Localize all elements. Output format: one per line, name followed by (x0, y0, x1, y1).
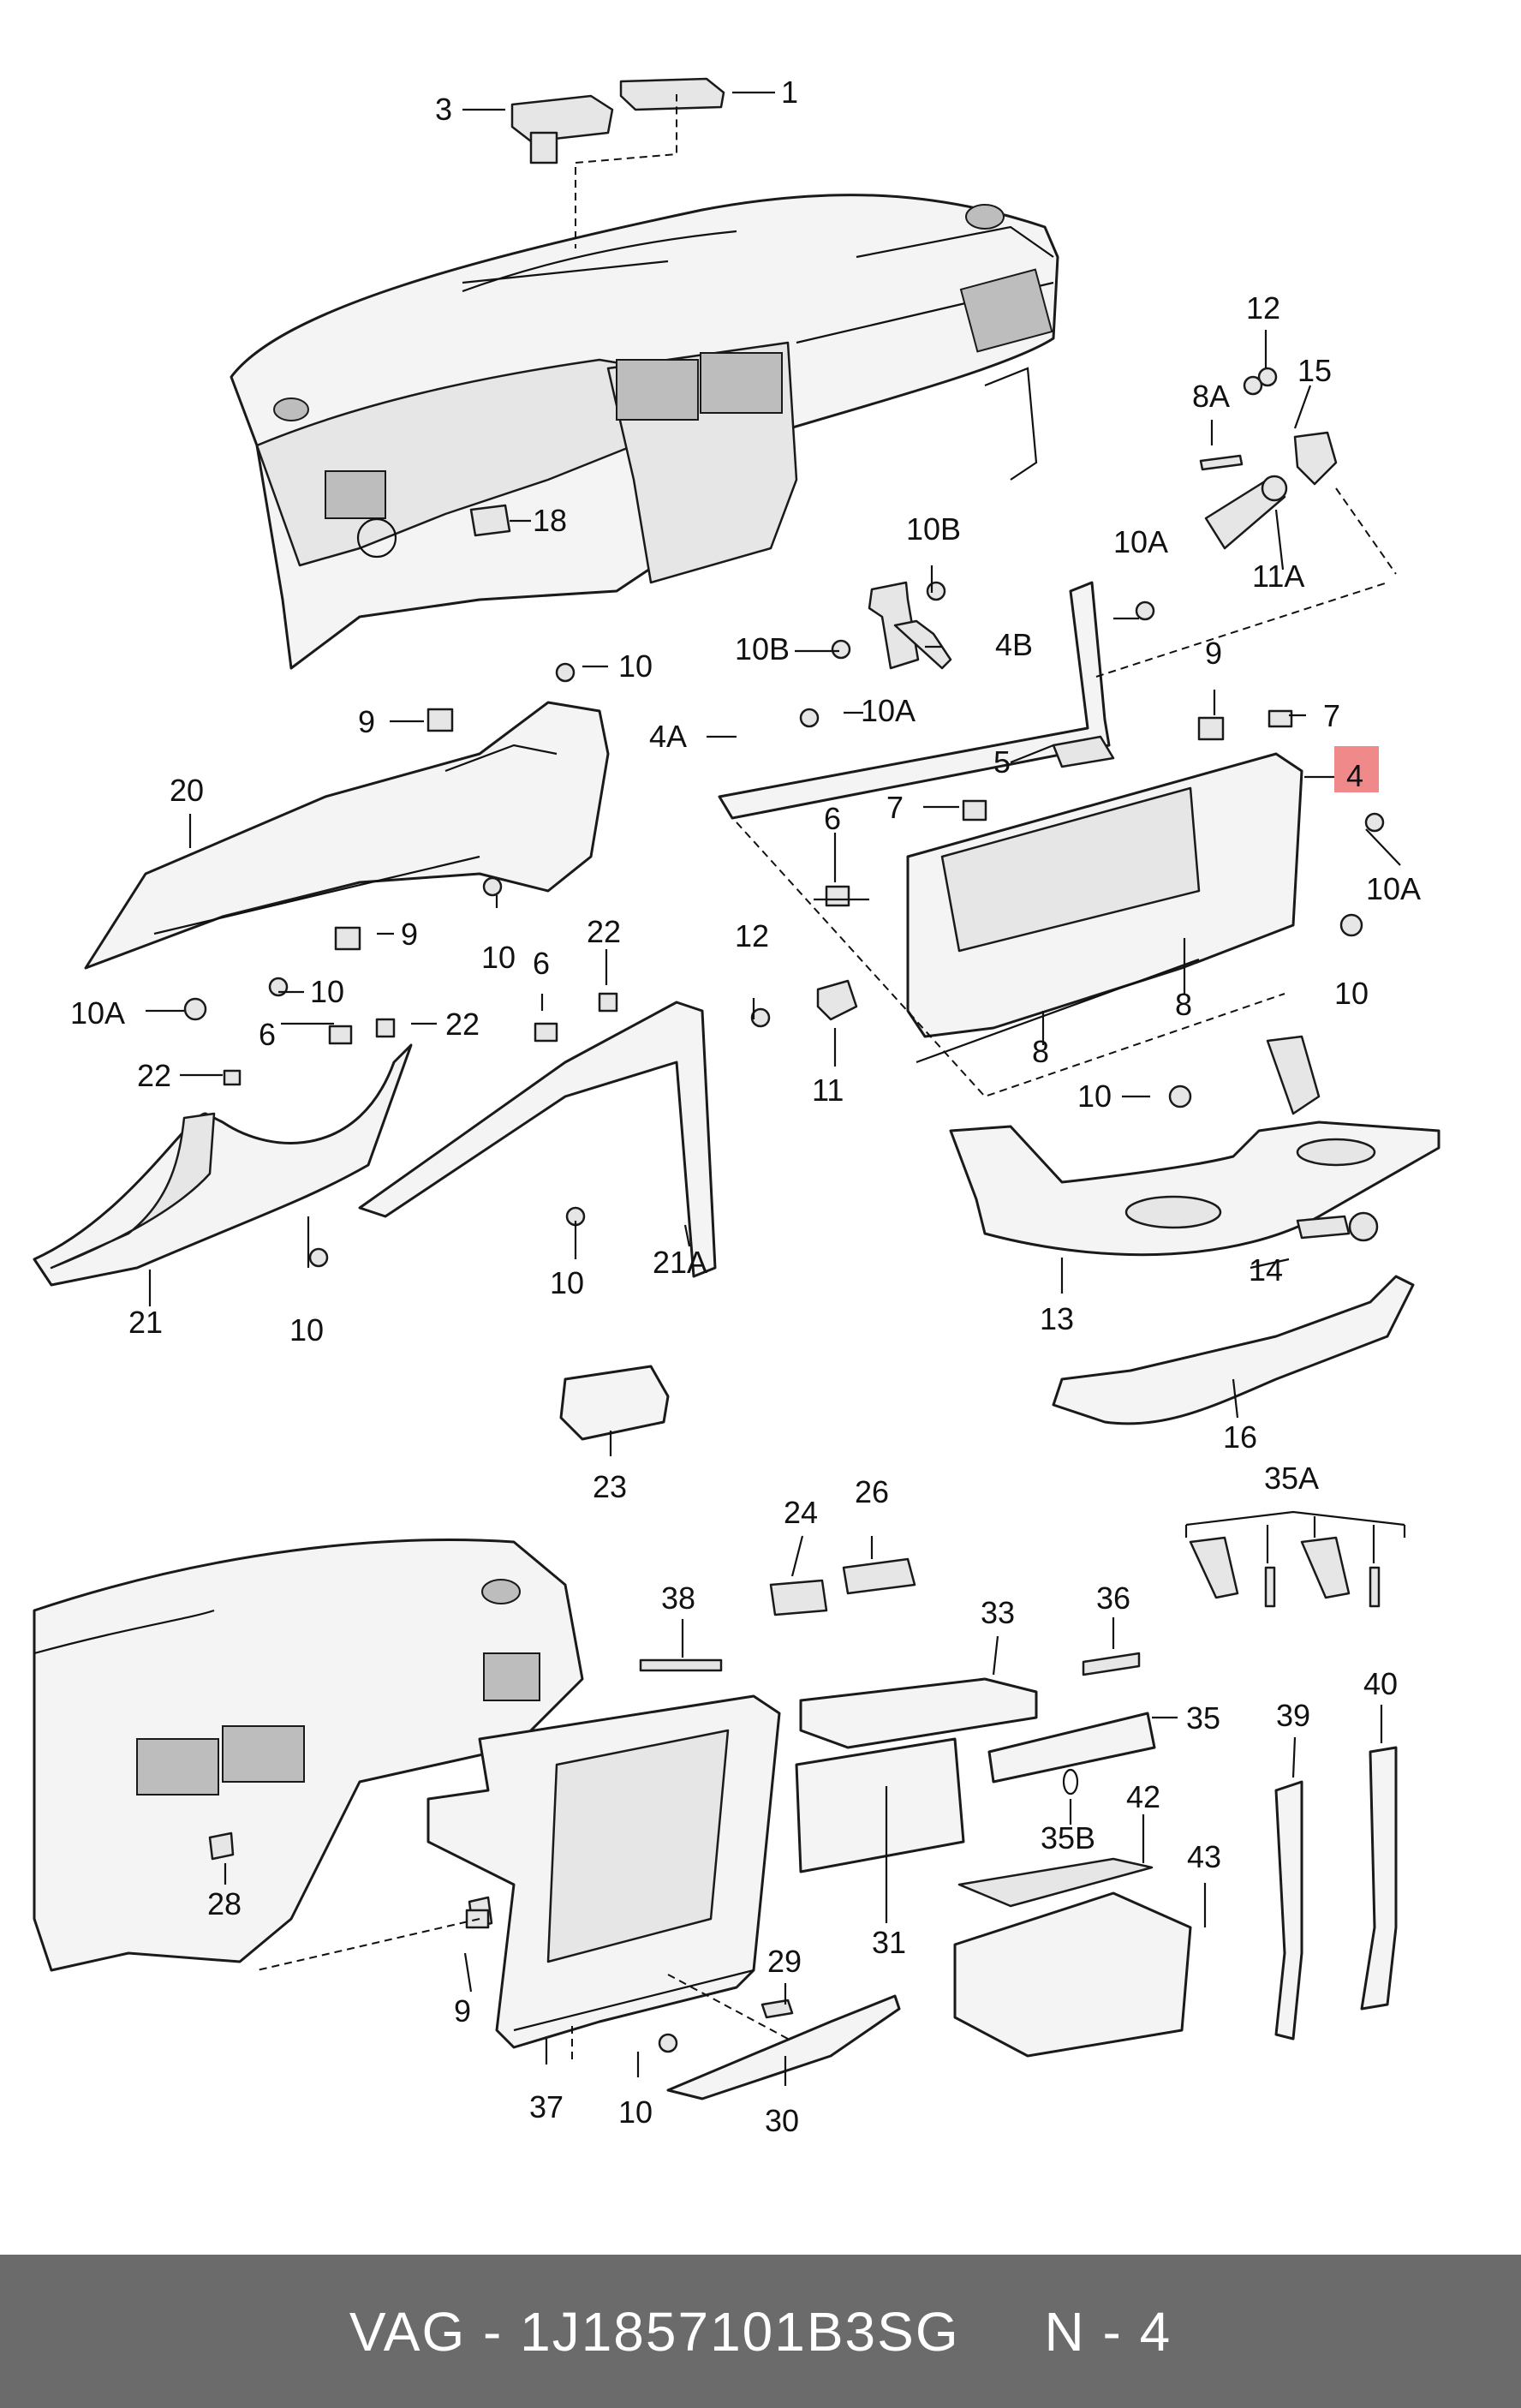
label-35A: 35A (1264, 1461, 1319, 1496)
label-10: 10 (1334, 976, 1369, 1011)
label-12: 12 (735, 918, 769, 953)
label-10A: 10A (861, 693, 916, 728)
leader-lines (146, 91, 1406, 2086)
knee-panel-21-drawing (33, 1043, 413, 1287)
label-10A: 10A (70, 995, 125, 1031)
label-1: 1 (781, 75, 798, 110)
label-37: 37 (529, 2089, 564, 2124)
label-10: 10 (289, 1312, 324, 1347)
label-42: 42 (1126, 1779, 1160, 1814)
label-36: 36 (1096, 1580, 1130, 1616)
label-7: 7 (886, 790, 904, 825)
label-22: 22 (587, 914, 621, 949)
label-10: 10 (1077, 1079, 1112, 1114)
label-43: 43 (1187, 1839, 1221, 1874)
label-10: 10 (310, 974, 344, 1009)
footer-bar: VAG - 1J1857101B3SG N - 4 (0, 2255, 1521, 2408)
label-40: 40 (1363, 1666, 1398, 1701)
parts-14-16-drawing (1052, 1211, 1415, 1425)
label-28: 28 (207, 1886, 242, 1921)
reading-light-parts (1199, 367, 1338, 550)
label-38: 38 (661, 1580, 695, 1616)
label-4B: 4B (995, 627, 1033, 662)
highlight-box (1334, 746, 1379, 792)
label-10: 10 (550, 1265, 584, 1300)
label-18: 18 (533, 503, 567, 538)
label-6: 6 (824, 801, 841, 836)
side-panel-21A-drawing (358, 1001, 717, 1278)
part-23-drawing (559, 1365, 670, 1441)
callout-labels: 1 3 18 12 15 8A 11A 10B 10B 4B 10A 10 9 … (70, 75, 1421, 2138)
label-5: 5 (993, 744, 1011, 780)
label-14: 14 (1249, 1252, 1283, 1288)
label-29: 29 (767, 1944, 802, 1979)
label-10B: 10B (735, 631, 790, 666)
label-16: 16 (1223, 1419, 1257, 1455)
label-22: 22 (445, 1007, 480, 1042)
label-6: 6 (259, 1017, 276, 1052)
label-35B: 35B (1041, 1820, 1095, 1855)
vent-parts-1-3 (510, 77, 725, 164)
label-12: 12 (1246, 290, 1280, 326)
label-11: 11 (812, 1073, 844, 1108)
label-31: 31 (872, 1925, 906, 1960)
label-9: 9 (401, 917, 418, 952)
dashboard-top-drawing (230, 194, 1059, 670)
label-6: 6 (533, 946, 550, 981)
center-frame-37-drawing (426, 1658, 781, 2049)
label-10: 10 (618, 648, 653, 684)
label-3: 3 (435, 92, 452, 127)
label-8: 8 (1175, 987, 1192, 1022)
label-9: 9 (358, 704, 375, 739)
label-26: 26 (855, 1474, 889, 1509)
cover-13-drawing (949, 1035, 1440, 1257)
label-20: 20 (170, 773, 204, 808)
label-9: 9 (454, 1993, 471, 2029)
label-11A: 11A (1252, 559, 1304, 594)
accessory-parts-drawing (208, 1536, 1398, 2100)
label-9: 9 (1205, 636, 1222, 671)
label-4A: 4A (649, 719, 687, 754)
label-39: 39 (1276, 1698, 1310, 1733)
label-24: 24 (784, 1495, 818, 1530)
dashboard-lower-drawing (33, 1539, 584, 1972)
label-15: 15 (1297, 353, 1332, 388)
label-7: 7 (1323, 698, 1340, 733)
trim-panel-20-drawing (84, 701, 610, 970)
label-21: 21 (128, 1305, 163, 1340)
label-10B: 10B (906, 511, 961, 547)
label-10: 10 (618, 2094, 653, 2130)
label-30: 30 (765, 2103, 799, 2138)
label-8: 8 (1032, 1034, 1049, 1069)
label-10: 10 (481, 940, 516, 975)
glovebox-assembly-drawing (718, 581, 1388, 1098)
label-22: 22 (137, 1058, 171, 1093)
label-23: 23 (593, 1469, 627, 1504)
fasteners-drawing (183, 375, 1385, 2053)
label-8A: 8A (1192, 379, 1230, 414)
label-4: 4 (1346, 758, 1363, 793)
label-21A: 21A (653, 1245, 707, 1280)
label-13: 13 (1040, 1301, 1074, 1336)
label-35: 35 (1186, 1700, 1220, 1736)
label-33: 33 (981, 1595, 1015, 1630)
label-10A: 10A (1113, 524, 1168, 559)
label-10A: 10A (1366, 871, 1421, 906)
part-number-caption: VAG - 1J1857101B3SG N - 4 (349, 2300, 1172, 2363)
